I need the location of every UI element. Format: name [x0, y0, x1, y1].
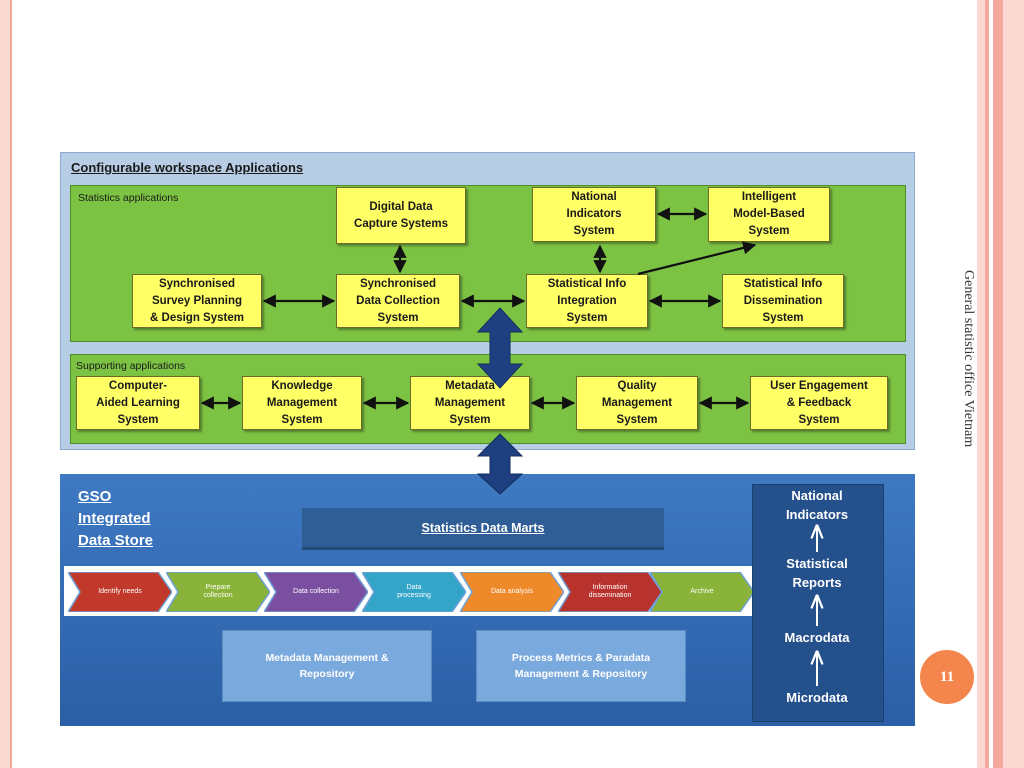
- statistics-data-marts: Statistics Data Marts: [302, 508, 664, 550]
- process-step-label: Data processing: [397, 584, 431, 599]
- process-step-label: Information dissemination: [588, 584, 632, 599]
- process-step-data-processing: Data processing: [360, 571, 467, 613]
- process-step-data-analysis: Data analysis: [458, 571, 565, 613]
- right-edge-stripe-2: [993, 0, 1003, 768]
- page-number-badge: 11: [920, 650, 974, 704]
- process-step-label: Identify needs: [98, 588, 142, 595]
- process-step-data-collection: Data collection: [262, 571, 369, 613]
- box-national-indicators-system: National Indicators System: [532, 187, 656, 242]
- side-title: General statistic office Vietnam: [961, 270, 976, 448]
- big-arrow-upper: [476, 307, 524, 389]
- box-metadata-management: Metadata Management System: [410, 376, 530, 430]
- process-metrics-repository-box: Process Metrics & Paradata Management & …: [476, 630, 686, 702]
- workspace-title: Configurable workspace Applications: [71, 160, 304, 175]
- level-statistical-reports: Statistical Reports: [786, 556, 848, 590]
- box-info-dissemination: Statistical Info Dissemination System: [722, 274, 844, 328]
- supporting-applications-label: Supporting applications: [76, 360, 186, 372]
- box-intelligent-model-based: Intelligent Model-Based System: [708, 187, 830, 242]
- process-step-information-dissemination: Information dissemination: [556, 571, 663, 613]
- left-edge-stripe: [0, 0, 12, 768]
- level-national-indicators: National Indicators: [785, 488, 849, 522]
- box-quality-management: Quality Management System: [576, 376, 698, 430]
- box-user-engagement: User Engagement & Feedback System: [750, 376, 888, 430]
- architecture-diagram: Configurable workspace Applications Stat…: [60, 152, 915, 727]
- statistics-applications-label: Statistics applications: [78, 192, 179, 204]
- box-info-integration: Statistical Info Integration System: [526, 274, 648, 328]
- box-digital-data-capture: Digital Data Capture Systems: [336, 187, 466, 244]
- process-step-prepare-collection: Prepare collection: [164, 571, 271, 613]
- process-step-archive: Archive: [648, 571, 755, 613]
- right-edge-stripe-outer: [977, 0, 985, 768]
- connector-arrows: [200, 207, 915, 686]
- box-computer-aided-learning: Computer- Aided Learning System: [76, 376, 200, 430]
- process-step-label: Prepare collection: [203, 584, 233, 599]
- process-step-label: Data collection: [293, 588, 339, 595]
- arrow-integration-intelligent: [637, 241, 757, 276]
- gso-data-store-title: GSO Integrated Data Store: [78, 488, 154, 549]
- level-microdata: Microdata: [786, 690, 848, 705]
- process-step-label: Data analysis: [490, 588, 534, 595]
- right-edge-stripe-3: [1003, 0, 1024, 768]
- box-knowledge-management: Knowledge Management System: [242, 376, 362, 430]
- process-step-label: Archive: [690, 588, 714, 595]
- box-survey-planning: Synchronised Survey Planning & Design Sy…: [132, 274, 262, 328]
- metadata-repository-box: Metadata Management & Repository: [222, 630, 432, 702]
- level-macrodata: Macrodata: [784, 630, 850, 645]
- box-data-collection: Synchronised Data Collection System: [336, 274, 460, 328]
- right-edge-stripe-1: [985, 0, 989, 768]
- big-arrow-lower: [476, 433, 524, 495]
- process-step-identify-needs: Identify needs: [66, 571, 173, 613]
